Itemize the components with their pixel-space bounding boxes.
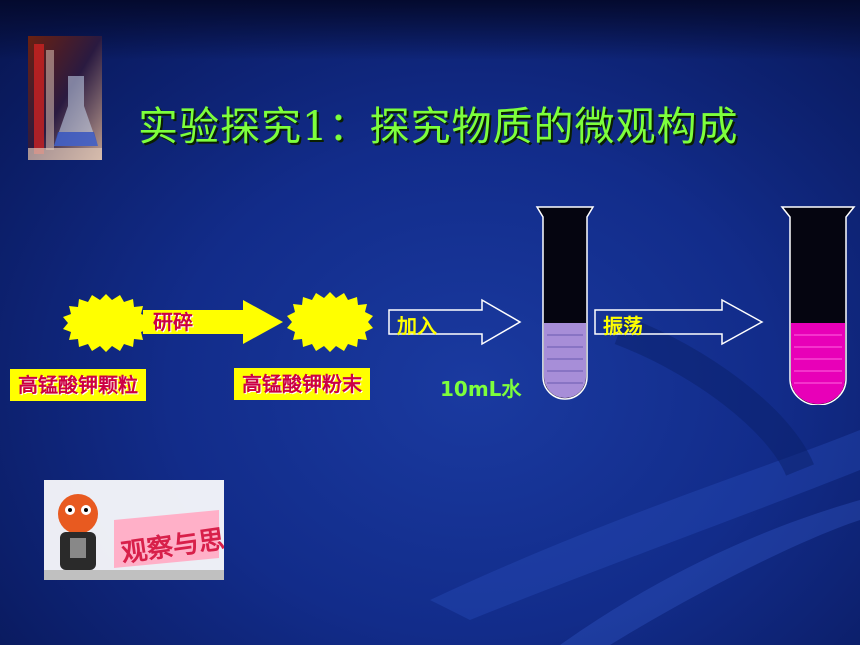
test-tube-after bbox=[780, 206, 856, 405]
shake-arrow bbox=[594, 298, 764, 346]
shake-label: 振荡 bbox=[603, 314, 643, 338]
granules-blob bbox=[63, 294, 149, 352]
lab-glassware-image bbox=[28, 36, 102, 160]
powder-blob bbox=[287, 292, 373, 352]
granules-label: 高锰酸钾颗粒 bbox=[10, 369, 146, 401]
crush-label: 研碎 bbox=[153, 310, 193, 334]
add-arrow bbox=[388, 298, 522, 346]
add-label: 加入 bbox=[397, 314, 437, 338]
header-shade bbox=[0, 0, 860, 60]
water-volume-label: 10mL水 bbox=[440, 377, 522, 401]
powder-label: 高锰酸钾粉末 bbox=[234, 368, 370, 400]
crush-arrow bbox=[143, 300, 283, 344]
test-tube-before bbox=[535, 206, 595, 400]
observe-think-cartoon: 观察与思考 bbox=[44, 480, 224, 580]
page-title: 实验探究1：探究物质的微观构成 bbox=[138, 104, 739, 150]
